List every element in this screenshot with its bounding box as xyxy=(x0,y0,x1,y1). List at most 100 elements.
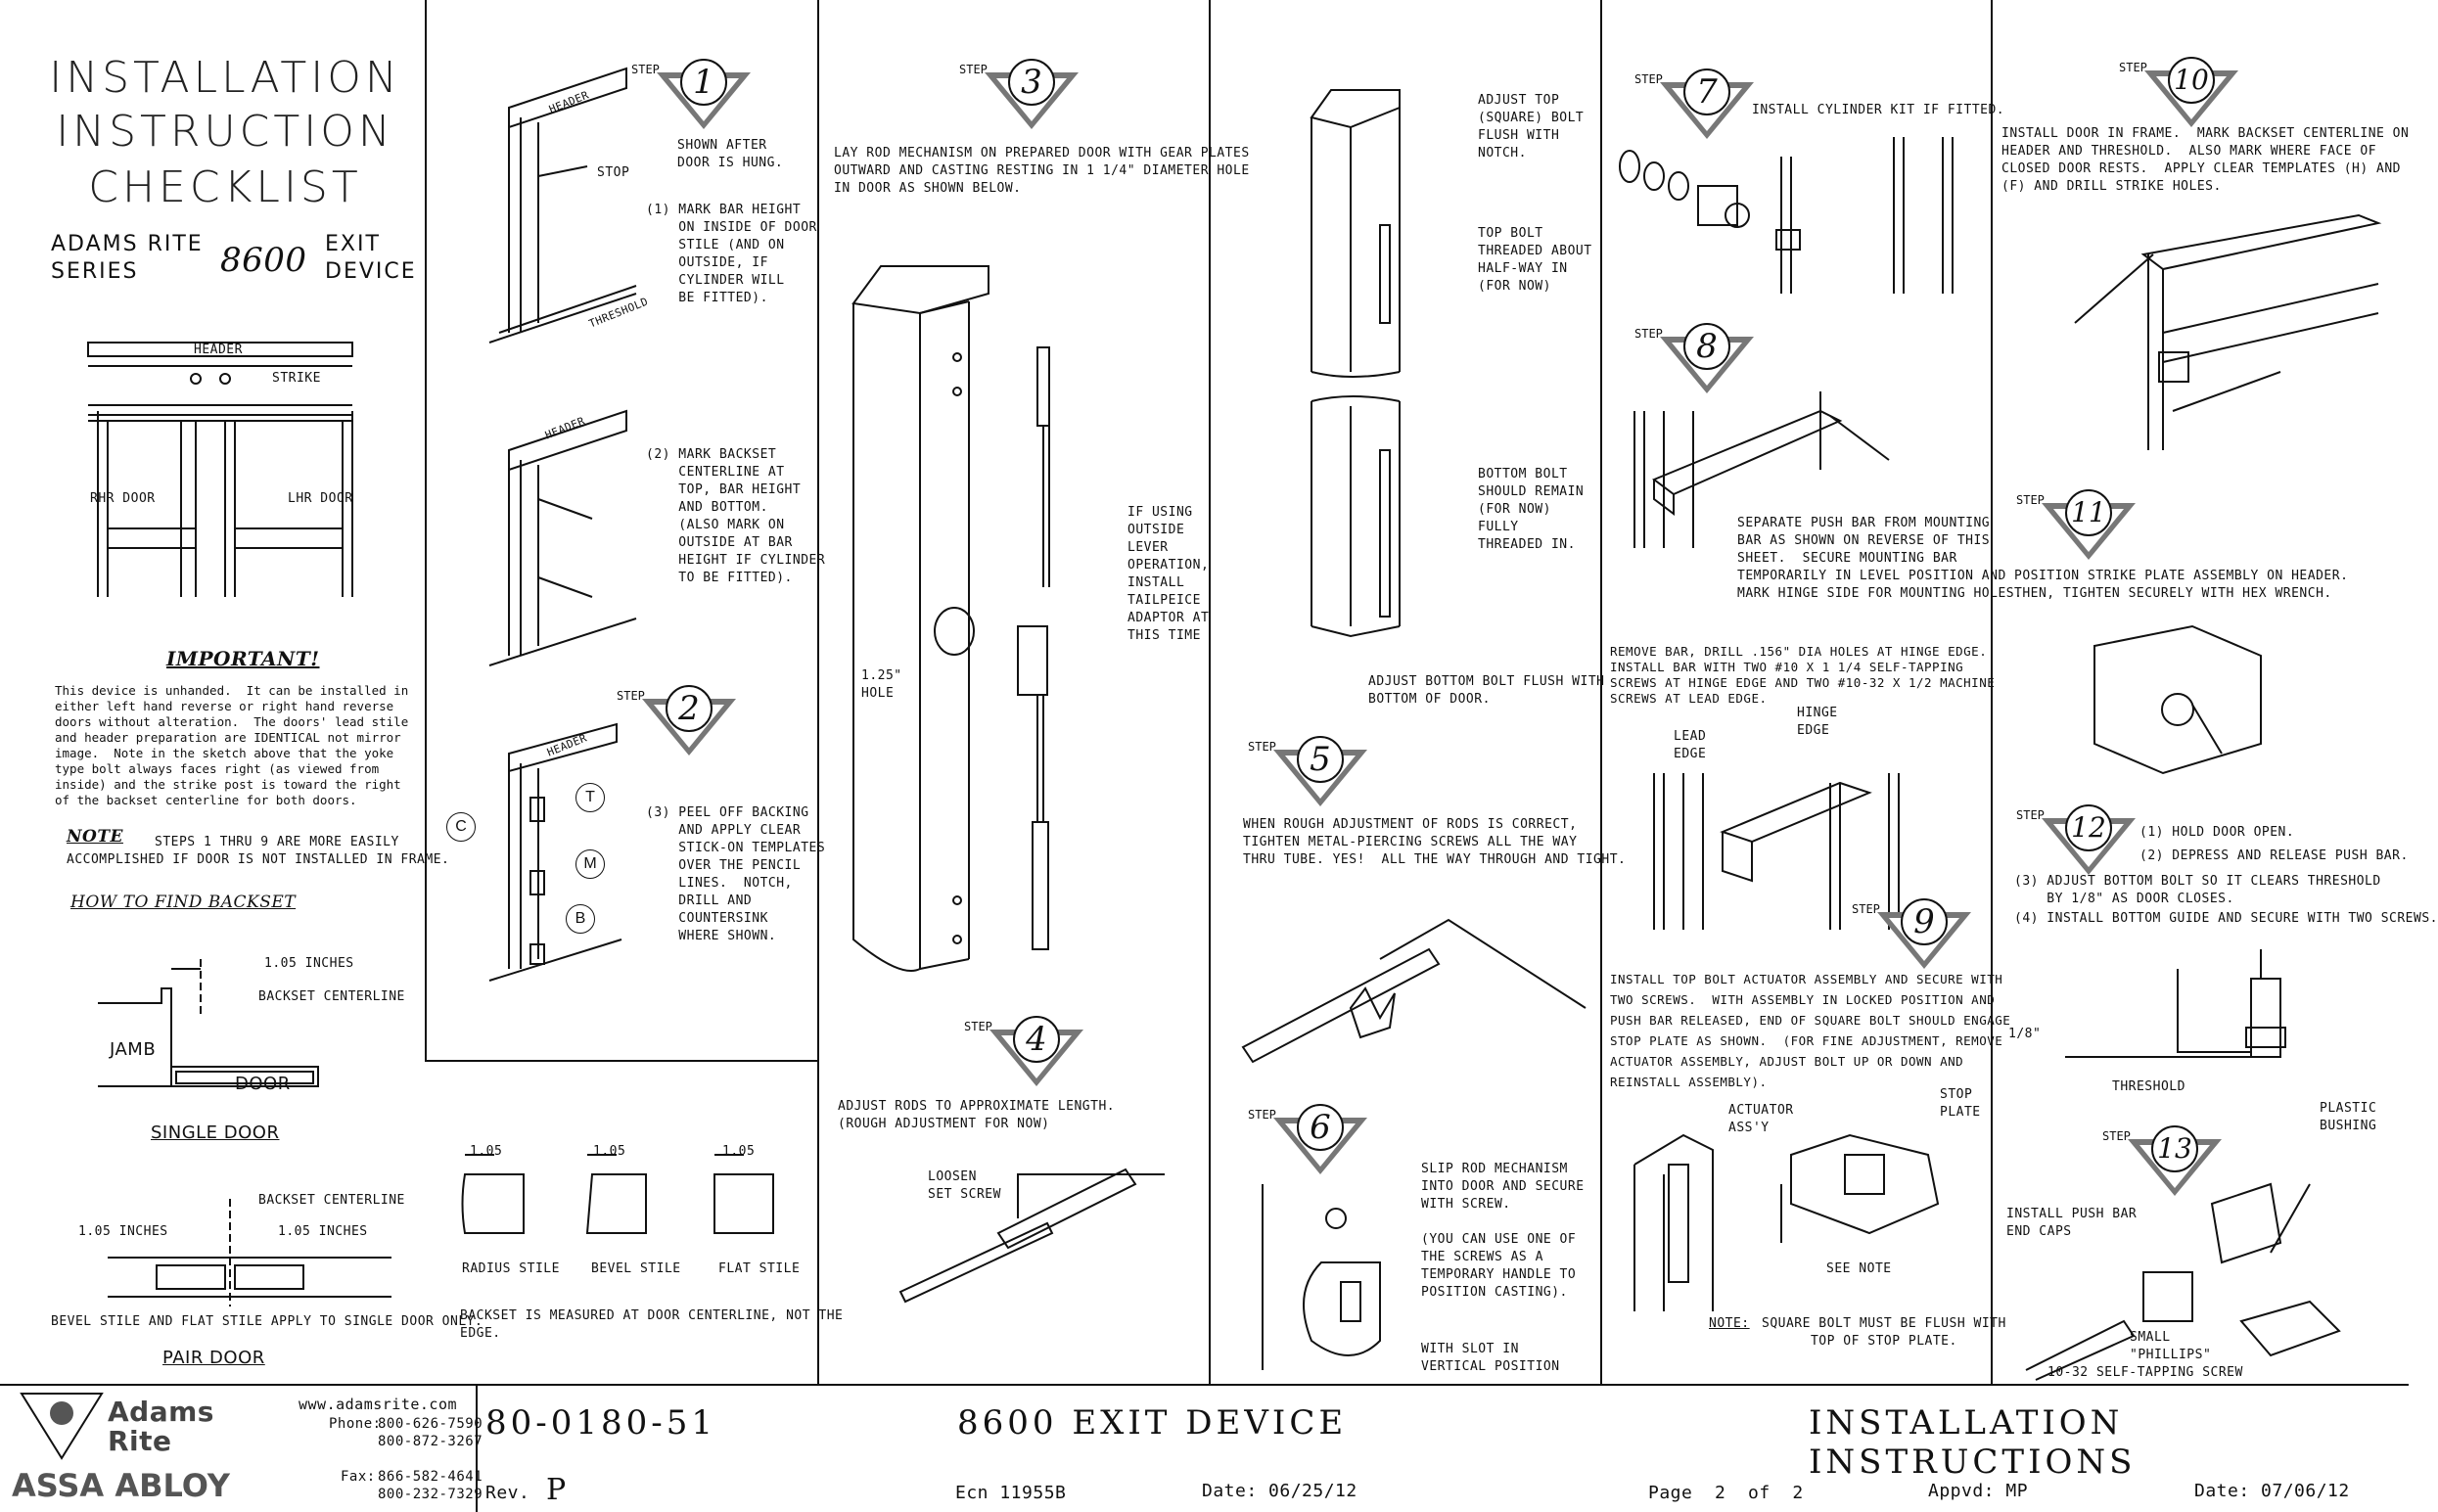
step11-text: POSITION STRIKE PLATE ASSEMBLY ON HEADER… xyxy=(2014,569,2349,601)
step-8-badge: STEP 8 xyxy=(1634,323,1754,393)
door-label: DOOR xyxy=(235,1074,291,1094)
title-block-divider xyxy=(476,1384,478,1512)
template-m-ref: M xyxy=(575,849,605,879)
title-block-border xyxy=(0,1384,2409,1386)
step-number: 11 xyxy=(2065,489,2112,536)
backset-heading: HOW TO FIND BACKSET xyxy=(70,893,297,912)
main-title-line1: INSTALLATION xyxy=(49,53,401,103)
model-number: 8600 xyxy=(220,241,307,280)
step-12-badge: STEP 12 xyxy=(2016,804,2136,875)
step1-text: (1) MARK BAR HEIGHT ON INSIDE OF DOOR ST… xyxy=(646,203,817,305)
note-heading: NOTE xyxy=(67,827,123,847)
bevel-stile-label: BEVEL STILE xyxy=(591,1261,681,1276)
phone-2: 800-872-3267 xyxy=(378,1434,483,1449)
step10-frame-sketch xyxy=(2074,213,2382,450)
rev-value: P xyxy=(546,1473,567,1507)
ecn-number: Ecn 11955B xyxy=(955,1483,1067,1503)
step-number: 5 xyxy=(1297,736,1344,783)
column-divider xyxy=(425,1060,818,1062)
pair-inches-right: 1.05 INCHES xyxy=(278,1224,368,1239)
step11-strike-sketch xyxy=(2093,624,2262,775)
step-number: 10 xyxy=(2168,57,2215,104)
step-word: STEP xyxy=(2016,808,2045,822)
strike-label: STRIKE xyxy=(272,371,321,386)
rhr-door-label: RHR DOOR xyxy=(90,491,156,506)
adams-rite-logo-icon xyxy=(20,1393,104,1460)
date-2: Date: 07/06/12 xyxy=(2194,1481,2350,1501)
step-word: STEP xyxy=(2102,1129,2131,1143)
step-word: STEP xyxy=(959,63,988,76)
self-tapping-screw-label: 10-32 SELF-TAPPING SCREW xyxy=(2047,1365,2243,1380)
phone-label: Phone: xyxy=(329,1416,382,1432)
important-body: This device is unhanded. It can be insta… xyxy=(55,683,409,807)
logo: Adams Rite ASSA ABLOY xyxy=(8,1390,292,1507)
step6-casting-sketch xyxy=(1262,1184,1381,1370)
step8-text: SEPARATE PUSH BAR FROM MOUNTING BAR AS S… xyxy=(1737,516,2023,601)
step12-c: (3) ADJUST BOTTOM BOLT SO IT CLEARS THRE… xyxy=(2014,874,2381,906)
step-word: STEP xyxy=(1634,327,1663,341)
lead-edge-label: LEAD EDGE xyxy=(1674,729,1707,761)
main-title-line2: INSTRUCTION xyxy=(56,107,394,157)
hinge-edge-label: HINGE EDGE xyxy=(1797,706,1838,738)
top-bolt-note: TOP BOLT THREADED ABOUT HALF-WAY IN (FOR… xyxy=(1478,226,1592,294)
header-label: HEADER xyxy=(194,343,243,357)
step8-remove-note: REMOVE BAR, DRILL .156" DIA HOLES AT HIN… xyxy=(1610,644,1996,706)
stile-profiles xyxy=(461,1154,774,1234)
actuator-label: ACTUATOR ASS'Y xyxy=(1728,1103,1794,1135)
step8-mount-sketch xyxy=(1653,773,1900,930)
step-5-badge: STEP 5 xyxy=(1248,736,1367,806)
step12-d: (4) INSTALL BOTTOM GUIDE AND SECURE WITH… xyxy=(2014,911,2438,926)
rev-label: Rev. xyxy=(485,1483,530,1503)
bottom-bolt-note: BOTTOM BOLT SHOULD REMAIN (FOR NOW) FULL… xyxy=(1478,467,1585,552)
phone-1: 800-626-7590 xyxy=(378,1416,483,1432)
bevel-note: BEVEL STILE AND FLAT STILE APPLY TO SING… xyxy=(51,1314,483,1329)
column-divider xyxy=(817,0,819,1385)
loosen-set-screw: LOOSEN SET SCREW xyxy=(928,1169,1001,1202)
logo-line1: Adams xyxy=(108,1396,214,1428)
step9-actuator-sketch xyxy=(1633,1133,1940,1311)
stile-dim-radius: 1.05 xyxy=(470,1144,503,1159)
single-door-caption: SINGLE DOOR xyxy=(151,1123,280,1143)
single-inches-label: 1.05 INCHES xyxy=(264,956,354,971)
template-b-ref: B xyxy=(566,904,595,934)
radius-stile-label: RADIUS STILE xyxy=(462,1261,560,1276)
pair-inches-left: 1.05 INCHES xyxy=(78,1224,168,1239)
column-divider xyxy=(1991,0,1993,1385)
template-t-ref: T xyxy=(575,783,605,812)
step3-rod-mechanism xyxy=(851,265,1050,972)
important-heading: IMPORTANT! xyxy=(166,647,320,670)
jamb-label: JAMB xyxy=(110,1039,157,1060)
step-word: STEP xyxy=(1248,1108,1276,1122)
single-centerline-label: BACKSET CENTERLINE xyxy=(258,989,405,1004)
step9-note-label: NOTE: xyxy=(1709,1316,1750,1331)
pair-door-caption: PAIR DOOR xyxy=(162,1348,265,1368)
stile-dim-flat: 1.05 xyxy=(722,1144,756,1159)
step-number: 8 xyxy=(1683,323,1730,370)
step6-note: (YOU CAN USE ONE OF THE SCREWS AS A TEMP… xyxy=(1421,1232,1577,1300)
column-divider xyxy=(1209,0,1211,1385)
step-number: 12 xyxy=(2065,804,2112,851)
step-number: 9 xyxy=(1901,898,1948,945)
adjust-top-bolt: ADJUST TOP (SQUARE) BOLT FLUSH WITH NOTC… xyxy=(1478,93,1585,160)
page-indicator: Page 2 of 2 xyxy=(1648,1483,1804,1503)
door-bolt-sketch xyxy=(1310,89,1401,638)
step5-screw-sketch xyxy=(1241,918,1587,1064)
step2-text: (3) PEEL OFF BACKING AND APPLY CLEAR STI… xyxy=(646,805,826,943)
outside-lever-note: IF USING OUTSIDE LEVER OPERATION, INSTAL… xyxy=(1127,505,1210,643)
step1b-door-sketch xyxy=(488,409,637,666)
template-c-ref: C xyxy=(446,812,476,842)
plastic-bushing-label: PLASTIC BUSHING xyxy=(2320,1101,2377,1133)
step-number: 7 xyxy=(1683,69,1730,115)
step-word: STEP xyxy=(964,1020,992,1033)
step7-text: INSTALL CYLINDER KIT IF FITTED. xyxy=(1752,103,2005,117)
step-number: 1 xyxy=(680,59,727,106)
column-divider xyxy=(1600,0,1602,1385)
step-word: STEP xyxy=(1248,740,1276,754)
logo-line2: Rite xyxy=(108,1425,172,1457)
